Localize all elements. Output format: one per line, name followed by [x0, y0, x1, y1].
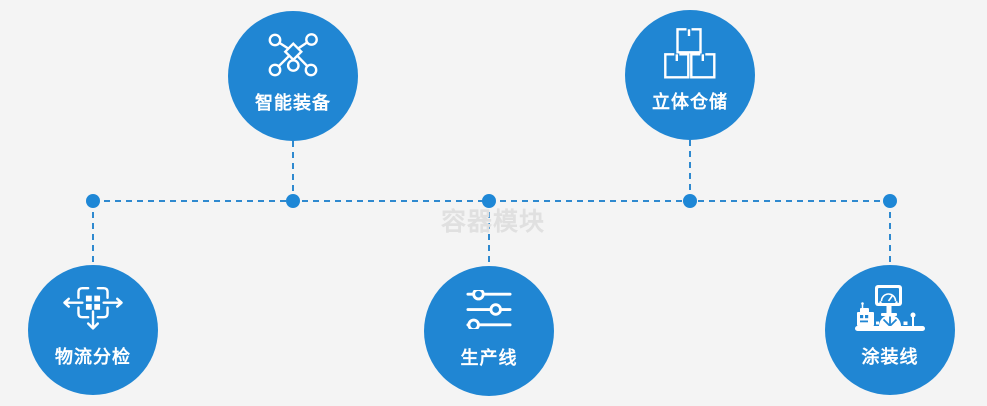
- sliders-icon: [466, 290, 512, 329]
- junction-dot: [482, 194, 496, 208]
- junction-dot: [883, 194, 897, 208]
- node-production-line: 生产线: [424, 266, 554, 396]
- icon-box: [268, 28, 318, 82]
- junction-dot: [86, 194, 100, 208]
- node-label: 涂装线: [861, 346, 919, 367]
- icon-box: [62, 282, 124, 336]
- icon-box: [854, 282, 926, 336]
- node-label: 智能装备: [255, 92, 331, 113]
- node-stereo-warehouse: 立体仓储: [625, 10, 755, 140]
- watermark: 容器模块: [441, 208, 546, 236]
- icon-box: [466, 283, 512, 337]
- node-smart-equipment: 智能装备: [228, 11, 358, 141]
- node-coating-line: 涂装线: [825, 265, 955, 395]
- node-label: 立体仓储: [652, 91, 728, 112]
- junction-dot: [683, 194, 697, 208]
- stacked-boxes-icon: [664, 28, 716, 79]
- node-label: 物流分检: [55, 346, 131, 367]
- node-logistics-sorting: 物流分检: [28, 265, 158, 395]
- icon-box: [664, 27, 716, 81]
- sort-distribute-icon: [63, 286, 123, 330]
- control-console-icon: [855, 285, 925, 331]
- node-label: 生产线: [460, 347, 518, 368]
- network-nodes-icon: [268, 32, 318, 76]
- junction-dot: [286, 194, 300, 208]
